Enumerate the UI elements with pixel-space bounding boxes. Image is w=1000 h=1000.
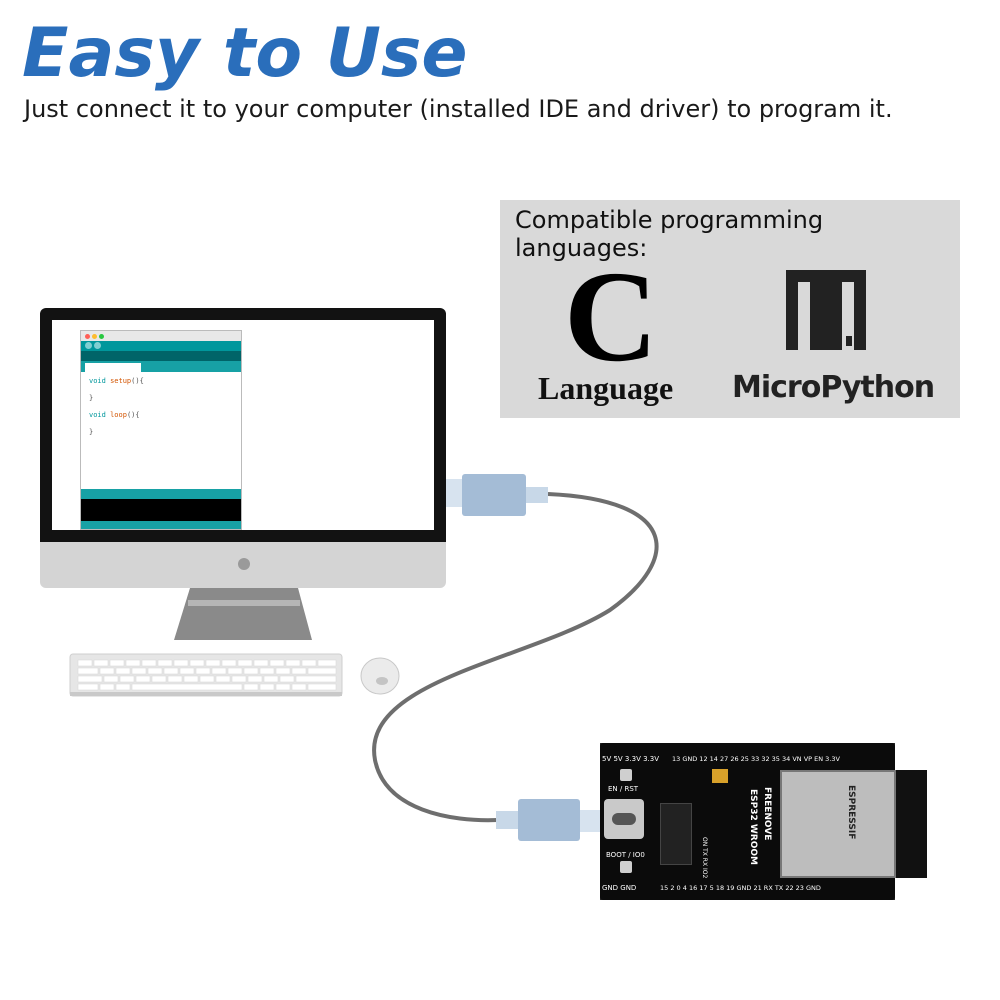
- usb-cable: [372, 492, 659, 823]
- esp32-wroom-module: [780, 770, 896, 878]
- ide-console-bar: [81, 489, 241, 499]
- boot-button-label: BOOT / IO0: [606, 851, 645, 859]
- usb-plug-bottom-neck: [496, 811, 518, 829]
- en-button-label: EN / RST: [608, 785, 639, 793]
- micropython-label: MicroPython: [732, 370, 935, 405]
- monitor-stand-highlight: [188, 600, 300, 606]
- top-pin-labels: 13 GND 12 14 27 26 25 33 32 35 34 VN VP …: [672, 755, 840, 763]
- languages-heading: Compatible programming languages:: [515, 206, 824, 262]
- ide-active-tab: [85, 363, 141, 372]
- code-line-3: void loop(){: [89, 411, 140, 419]
- keyboard-icon: [69, 653, 343, 697]
- languages-panel: Compatible programming languages: C Lang…: [500, 200, 960, 418]
- arduino-ide-window: void setup(){ } void loop(){ }: [80, 330, 242, 530]
- ide-menubar: [81, 341, 241, 351]
- page-title: Easy to Use: [22, 14, 468, 93]
- board-brand-esp32: ESP32 WROOM: [748, 789, 758, 865]
- capacitor: [712, 769, 728, 783]
- board-brand-freenove: FREENOVE: [762, 787, 772, 841]
- upload-icon: [94, 342, 101, 349]
- page-subtitle: Just connect it to your computer (instal…: [24, 95, 893, 123]
- en-button: [620, 769, 632, 781]
- mouse-icon: [360, 657, 400, 695]
- ide-toolbar: [81, 351, 241, 361]
- monitor-stand: [174, 588, 312, 640]
- usb-uart-chip: [660, 803, 692, 865]
- ide-titlebar: [81, 331, 241, 341]
- usb-c-port: [604, 799, 644, 839]
- usb-plug-top: [462, 474, 526, 516]
- window-maximize-icon: [99, 334, 104, 339]
- board-side-connector: [893, 770, 927, 878]
- c-language-label: Language: [538, 370, 674, 406]
- code-line-1: void setup(){: [89, 377, 144, 385]
- led-labels: ON TX RX IO2: [701, 837, 708, 879]
- verify-icon: [85, 342, 92, 349]
- ide-status-bar: [81, 521, 241, 529]
- usb-plug-bottom: [518, 799, 580, 841]
- micropython-logo-icon: [786, 270, 866, 350]
- bottom-left-pin-labels: GND GND: [602, 884, 637, 892]
- usb-plug-bottom-tip: [580, 810, 600, 832]
- code-line-4: }: [89, 428, 94, 436]
- bottom-pin-labels: 15 2 0 4 16 17 5 18 19 GND 21 RX TX 22 2…: [660, 884, 821, 892]
- usb-plug-top-neck: [526, 487, 548, 503]
- apple-logo-icon: [238, 558, 250, 570]
- monitor-chin: [40, 542, 446, 588]
- ide-tab-bar: [81, 361, 241, 372]
- espressif-label: ESPRESSIF: [846, 785, 856, 840]
- c-logo: C: [564, 245, 658, 389]
- window-close-icon: [85, 334, 90, 339]
- ide-console: [81, 499, 241, 521]
- code-line-2: }: [89, 394, 94, 402]
- usb-plug-top-metal: [446, 479, 464, 507]
- top-left-pin-labels: 5V 5V 3.3V 3.3V: [602, 755, 660, 763]
- boot-button: [620, 861, 632, 873]
- window-minimize-icon: [92, 334, 97, 339]
